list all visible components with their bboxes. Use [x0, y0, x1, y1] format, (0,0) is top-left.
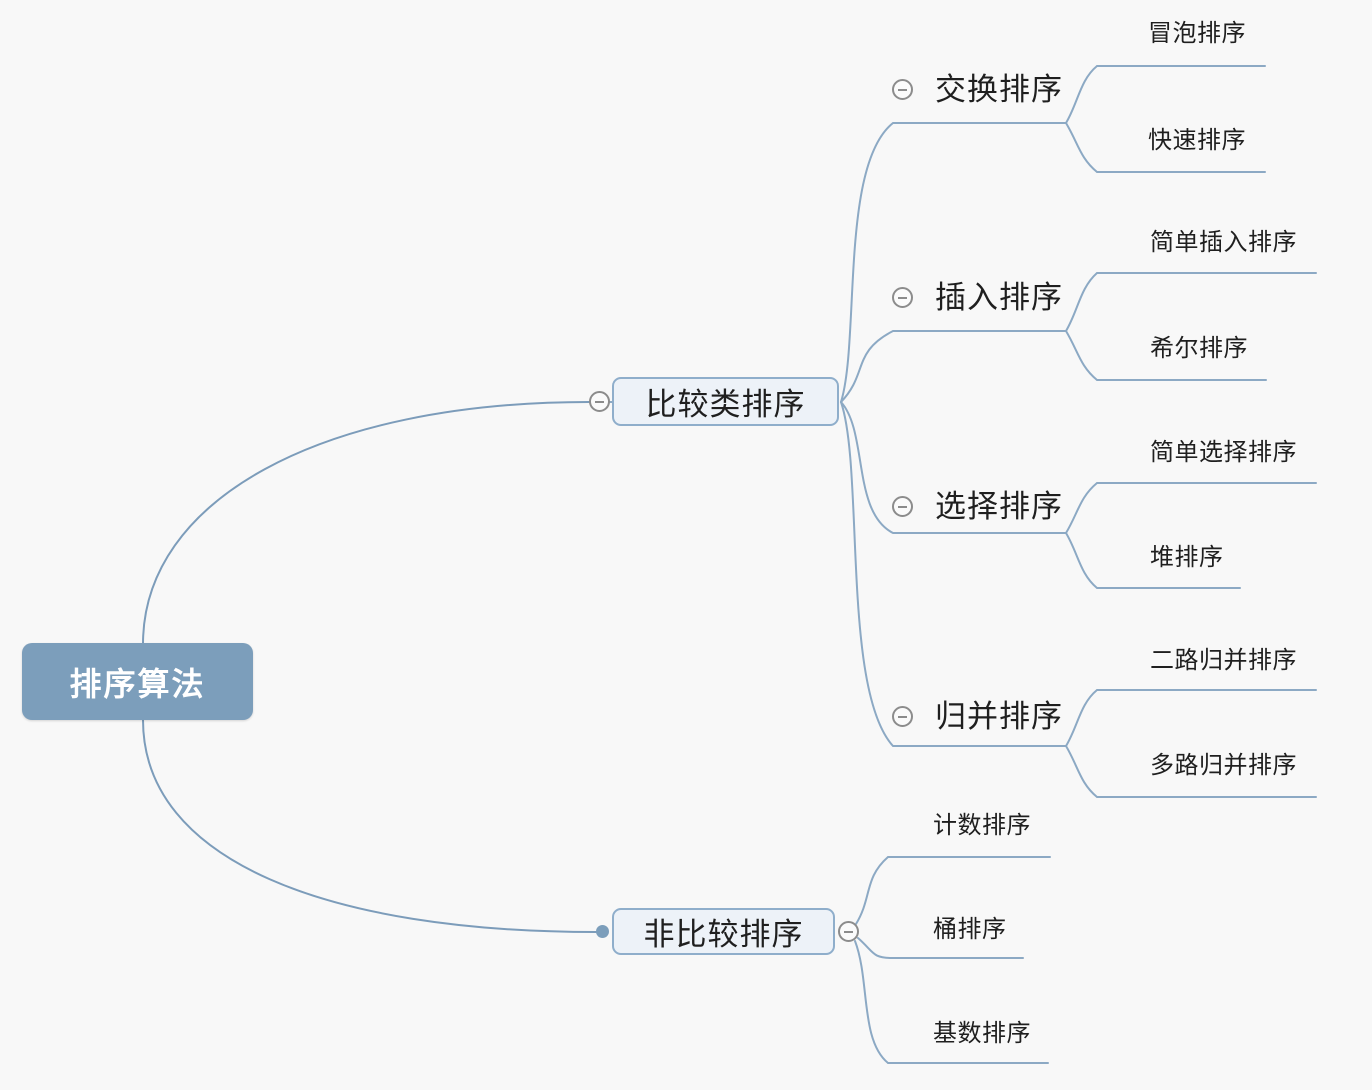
edge-selection-to-simple-select — [1065, 482, 1317, 534]
node-simple-insertion-sort[interactable]: 简单插入排序 — [1150, 229, 1297, 256]
branch-point-dot — [596, 925, 609, 938]
node-radix-sort[interactable]: 基数排序 — [933, 1020, 1031, 1047]
edge-root-to-comparison — [142, 401, 590, 645]
node-insertion-sort[interactable]: 插入排序 — [935, 280, 1063, 315]
edge-root-to-noncomparison — [142, 719, 597, 933]
node-multiway-merge-sort[interactable]: 多路归并排序 — [1150, 752, 1297, 779]
edge-merge-to-twoway — [1065, 689, 1317, 747]
collapse-icon[interactable] — [589, 391, 610, 412]
edge-comparison-to-merge — [840, 401, 1067, 747]
node-bubble-sort[interactable]: 冒泡排序 — [1148, 20, 1246, 47]
node-shell-sort[interactable]: 希尔排序 — [1150, 335, 1248, 362]
edge-insertion-to-simple-insert — [1065, 272, 1317, 332]
collapse-icon[interactable] — [892, 79, 913, 100]
root-node[interactable]: 排序算法 — [22, 643, 253, 720]
node-bucket-sort[interactable]: 桶排序 — [933, 916, 1007, 943]
collapse-icon[interactable] — [838, 921, 859, 942]
collapse-icon[interactable] — [892, 706, 913, 727]
root-label: 排序算法 — [69, 665, 206, 702]
edge-noncomparison-to-counting — [855, 856, 1051, 925]
node-quick-sort[interactable]: 快速排序 — [1148, 127, 1246, 154]
node-twoway-merge-sort[interactable]: 二路归并排序 — [1150, 647, 1297, 674]
node-counting-sort[interactable]: 计数排序 — [933, 812, 1031, 839]
edge-exchange-to-bubble — [1065, 65, 1266, 124]
node-merge-sort[interactable]: 归并排序 — [935, 699, 1063, 734]
node-comparison-sort[interactable]: 比较类排序 — [612, 377, 839, 426]
node-simple-selection-sort[interactable]: 简单选择排序 — [1150, 439, 1297, 466]
node-heap-sort[interactable]: 堆排序 — [1150, 544, 1224, 571]
node-noncomparison-sort[interactable]: 非比较排序 — [612, 908, 835, 955]
collapse-icon[interactable] — [892, 287, 913, 308]
node-exchange-sort[interactable]: 交换排序 — [935, 72, 1063, 107]
node-selection-sort[interactable]: 选择排序 — [935, 489, 1063, 524]
node-comparison-label: 比较类排序 — [645, 387, 806, 422]
edge-comparison-to-insertion — [840, 330, 1067, 403]
edge-comparison-to-exchange — [840, 122, 1067, 403]
collapse-icon[interactable] — [892, 496, 913, 517]
node-noncomparison-label: 非比较排序 — [643, 917, 804, 952]
